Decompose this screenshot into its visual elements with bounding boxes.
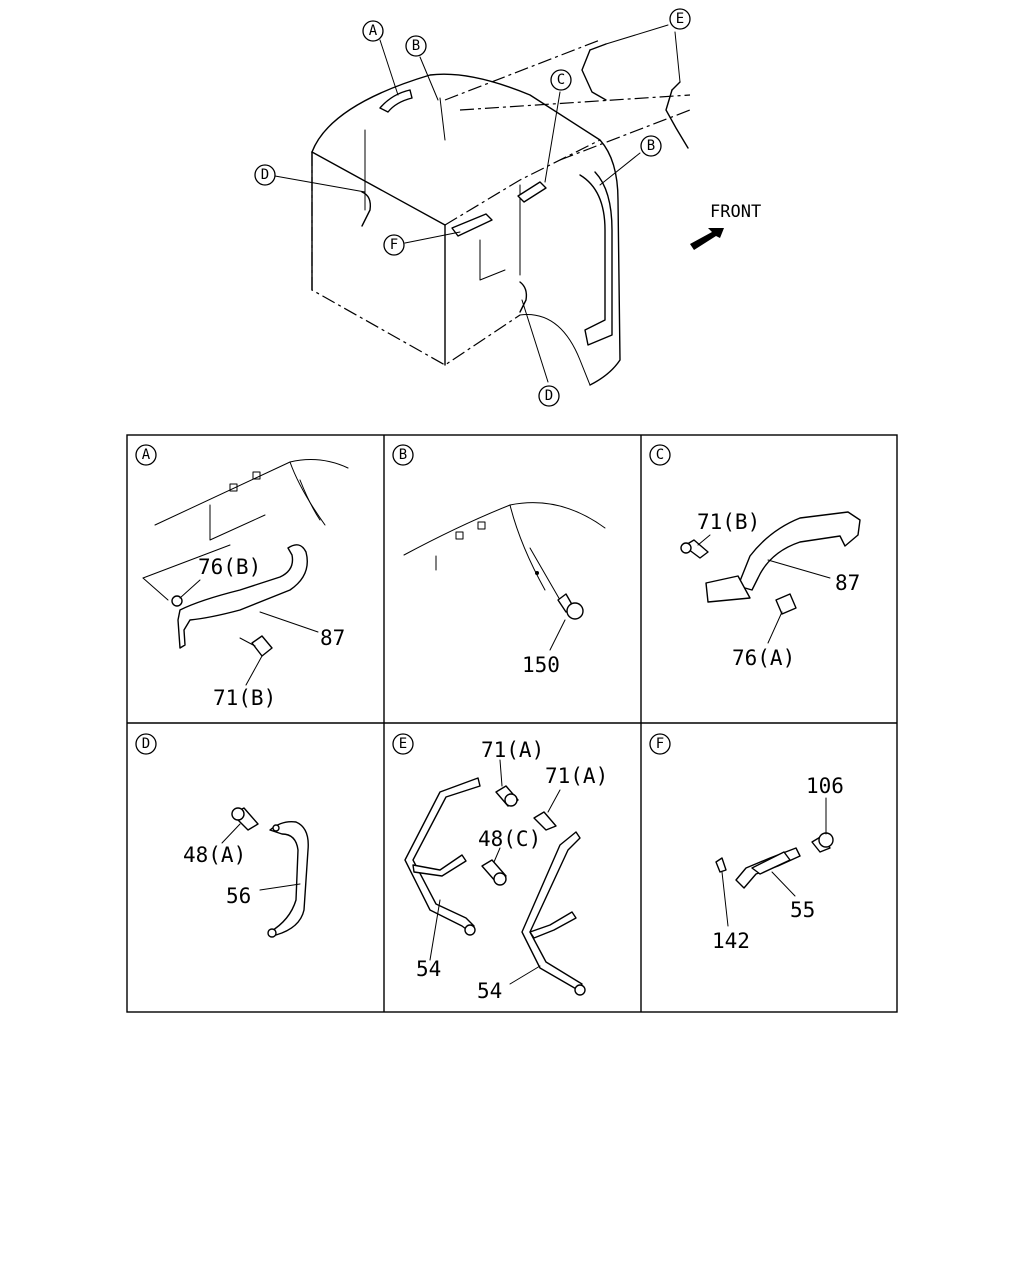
svg-text:A: A <box>369 23 378 39</box>
panel-c-part-76a: 76(A) <box>732 646 795 670</box>
panel-a-part-76b: 76(B) <box>198 555 261 579</box>
svg-text:E: E <box>399 736 407 752</box>
overview-callout-d-second: D <box>538 385 560 407</box>
panel-e-part-71a-first: 71(A) <box>481 738 544 762</box>
panel-b-callout: B <box>392 444 414 466</box>
overview-callout-d: D <box>254 164 276 186</box>
svg-text:C: C <box>557 72 565 88</box>
panel-c-part-71b: 71(B) <box>697 510 760 534</box>
panel-c: C 71(B) 87 76(A) <box>649 444 861 670</box>
panel-a-callout: A <box>135 444 157 466</box>
panel-c-callout: C <box>649 444 671 466</box>
panel-f-part-55: 55 <box>790 898 815 922</box>
panel-e-part-48c: 48(C) <box>478 827 541 851</box>
panel-b-part-150: 150 <box>522 653 560 677</box>
panel-f-part-142: 142 <box>712 929 750 953</box>
overview-callout-b: B <box>405 35 427 57</box>
panel-e-part-71a-second: 71(A) <box>545 764 608 788</box>
detail-grid <box>126 434 898 1013</box>
overview-callout-f: F <box>383 234 405 256</box>
panel-b: B 150 <box>392 444 606 677</box>
svg-text:A: A <box>142 447 151 463</box>
panel-e-part-54-right: 54 <box>477 979 502 1003</box>
panel-d-part-56: 56 <box>226 884 251 908</box>
svg-text:C: C <box>656 447 664 463</box>
svg-text:E: E <box>676 11 684 27</box>
panel-a-part-87: 87 <box>320 626 345 650</box>
panel-e-part-54-left: 54 <box>416 957 441 981</box>
panel-f-part-106: 106 <box>806 774 844 798</box>
front-label: FRONT <box>710 202 761 222</box>
svg-text:F: F <box>390 237 398 253</box>
svg-text:D: D <box>142 736 150 752</box>
overview-callout-e: E <box>669 8 691 30</box>
panel-a: A 76(B) 87 71(B) <box>135 444 349 710</box>
svg-text:B: B <box>399 447 407 463</box>
overview-callout-b-second: B <box>640 135 662 157</box>
front-arrow-icon <box>690 228 724 250</box>
panel-d-part-48a: 48(A) <box>183 843 246 867</box>
svg-text:B: B <box>412 38 420 54</box>
panel-d-callout: D <box>135 733 157 755</box>
svg-text:B: B <box>647 138 655 154</box>
panel-a-part-71b: 71(B) <box>213 686 276 710</box>
svg-text:D: D <box>261 167 269 183</box>
svg-text:D: D <box>545 388 553 404</box>
panel-e: E 71(A) 71(A) 48(C) 54 54 <box>392 733 608 1003</box>
svg-text:F: F <box>656 736 664 752</box>
overview-callout-a: A <box>362 20 384 42</box>
overview-callout-c: C <box>550 69 572 91</box>
panel-d: D 48(A) 56 <box>135 733 309 938</box>
panel-c-part-87: 87 <box>835 571 860 595</box>
panel-f: F 106 55 142 <box>649 733 844 953</box>
panel-e-callout: E <box>392 733 414 755</box>
panel-f-callout: F <box>649 733 671 755</box>
cab-overview: FRONT <box>274 24 761 386</box>
